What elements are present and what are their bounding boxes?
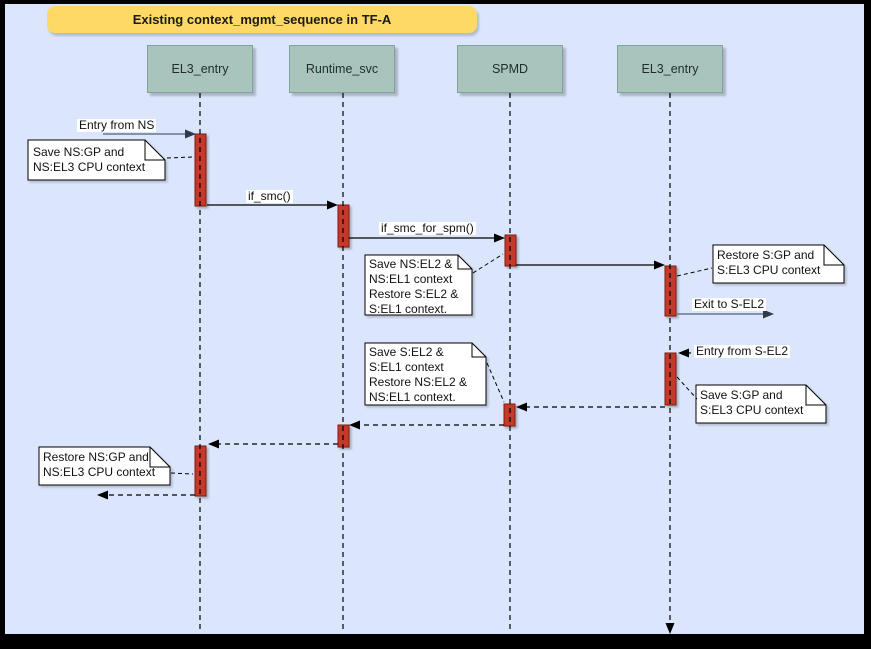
note-connector — [676, 376, 698, 400]
arrowhead-icon — [97, 490, 108, 500]
note-save-ns-el2 — [364, 254, 473, 316]
arrowhead-icon — [516, 402, 527, 412]
note-connector — [486, 362, 505, 403]
note-fold-icon — [471, 343, 486, 358]
note-restore-s-gp — [712, 244, 845, 284]
note-fold-icon — [457, 255, 472, 270]
lifeline-header-label: EL3_entry — [641, 62, 699, 76]
note-fold-icon — [805, 385, 826, 406]
note-save-s-el2 — [364, 342, 487, 406]
message-label-if-smc-for-spm: if_smc_for_spm() — [379, 221, 476, 235]
note-text-restore-s-gp: Restore S:GP and S:EL3 CPU context — [717, 248, 821, 277]
note-text-restore-ns-gp: Restore NS:GP and NS:EL3 CPU context — [43, 450, 156, 479]
note-text-save-ns-gp: Save NS:GP and NS:EL3 CPU context — [33, 145, 146, 174]
lifeline-header-label: EL3_entry — [171, 62, 229, 76]
lifeline-header-runtime-svc: Runtime_svc — [289, 45, 395, 93]
note-save-s-gp — [695, 384, 827, 424]
activation-el3entry2-b — [664, 352, 677, 406]
note-text-save-ns-el2: Save NS:EL2 & NS:EL1 context Restore S:E… — [369, 257, 459, 316]
note-fold-icon — [823, 245, 844, 266]
diagram-background — [5, 4, 864, 634]
arrowhead-icon — [494, 233, 505, 243]
note-connector — [676, 267, 713, 277]
arrowhead-icon — [654, 260, 665, 270]
arrowhead-icon — [678, 348, 689, 358]
diagram-title: Existing context_mgmt_sequence in TF-A — [47, 6, 477, 33]
arrowhead-icon — [208, 439, 219, 449]
lifeline-header-el3-entry-1: EL3_entry — [147, 45, 253, 93]
lifeline-header-el3-entry-2: EL3_entry — [617, 45, 723, 93]
activation-spmd-b — [503, 403, 516, 427]
arrowhead-icon — [327, 200, 338, 210]
note-connector — [472, 253, 504, 274]
note-text-save-s-el2: Save S:EL2 & S:EL1 context Restore NS:EL… — [369, 345, 468, 404]
note-text-save-s-gp: Save S:GP and S:EL3 CPU context — [700, 388, 804, 417]
note-fold-icon — [144, 140, 165, 161]
arrowhead-icon — [185, 129, 196, 139]
lifeline-header-label: SPMD — [491, 62, 529, 76]
message-label-exit-to-s-el2: Exit to S-EL2 — [692, 297, 767, 311]
note-save-ns-gp — [27, 139, 166, 181]
lifeline-end-arrow-icon — [665, 623, 675, 634]
arrowhead-icon — [349, 420, 360, 430]
arrowhead-icon — [763, 309, 774, 319]
note-restore-ns-gp — [38, 446, 171, 486]
message-label-if-smc: if_smc() — [246, 189, 293, 203]
note-connector — [170, 472, 194, 475]
lifeline-header-spmd: SPMD — [457, 45, 563, 93]
note-connector — [166, 156, 194, 159]
message-label-entry-from-s-el2: Entry from S-EL2 — [694, 344, 791, 358]
lifeline-header-label: Runtime_svc — [305, 62, 379, 76]
note-fold-icon — [149, 447, 170, 468]
message-label-entry-from-ns: Entry from NS — [77, 118, 157, 132]
